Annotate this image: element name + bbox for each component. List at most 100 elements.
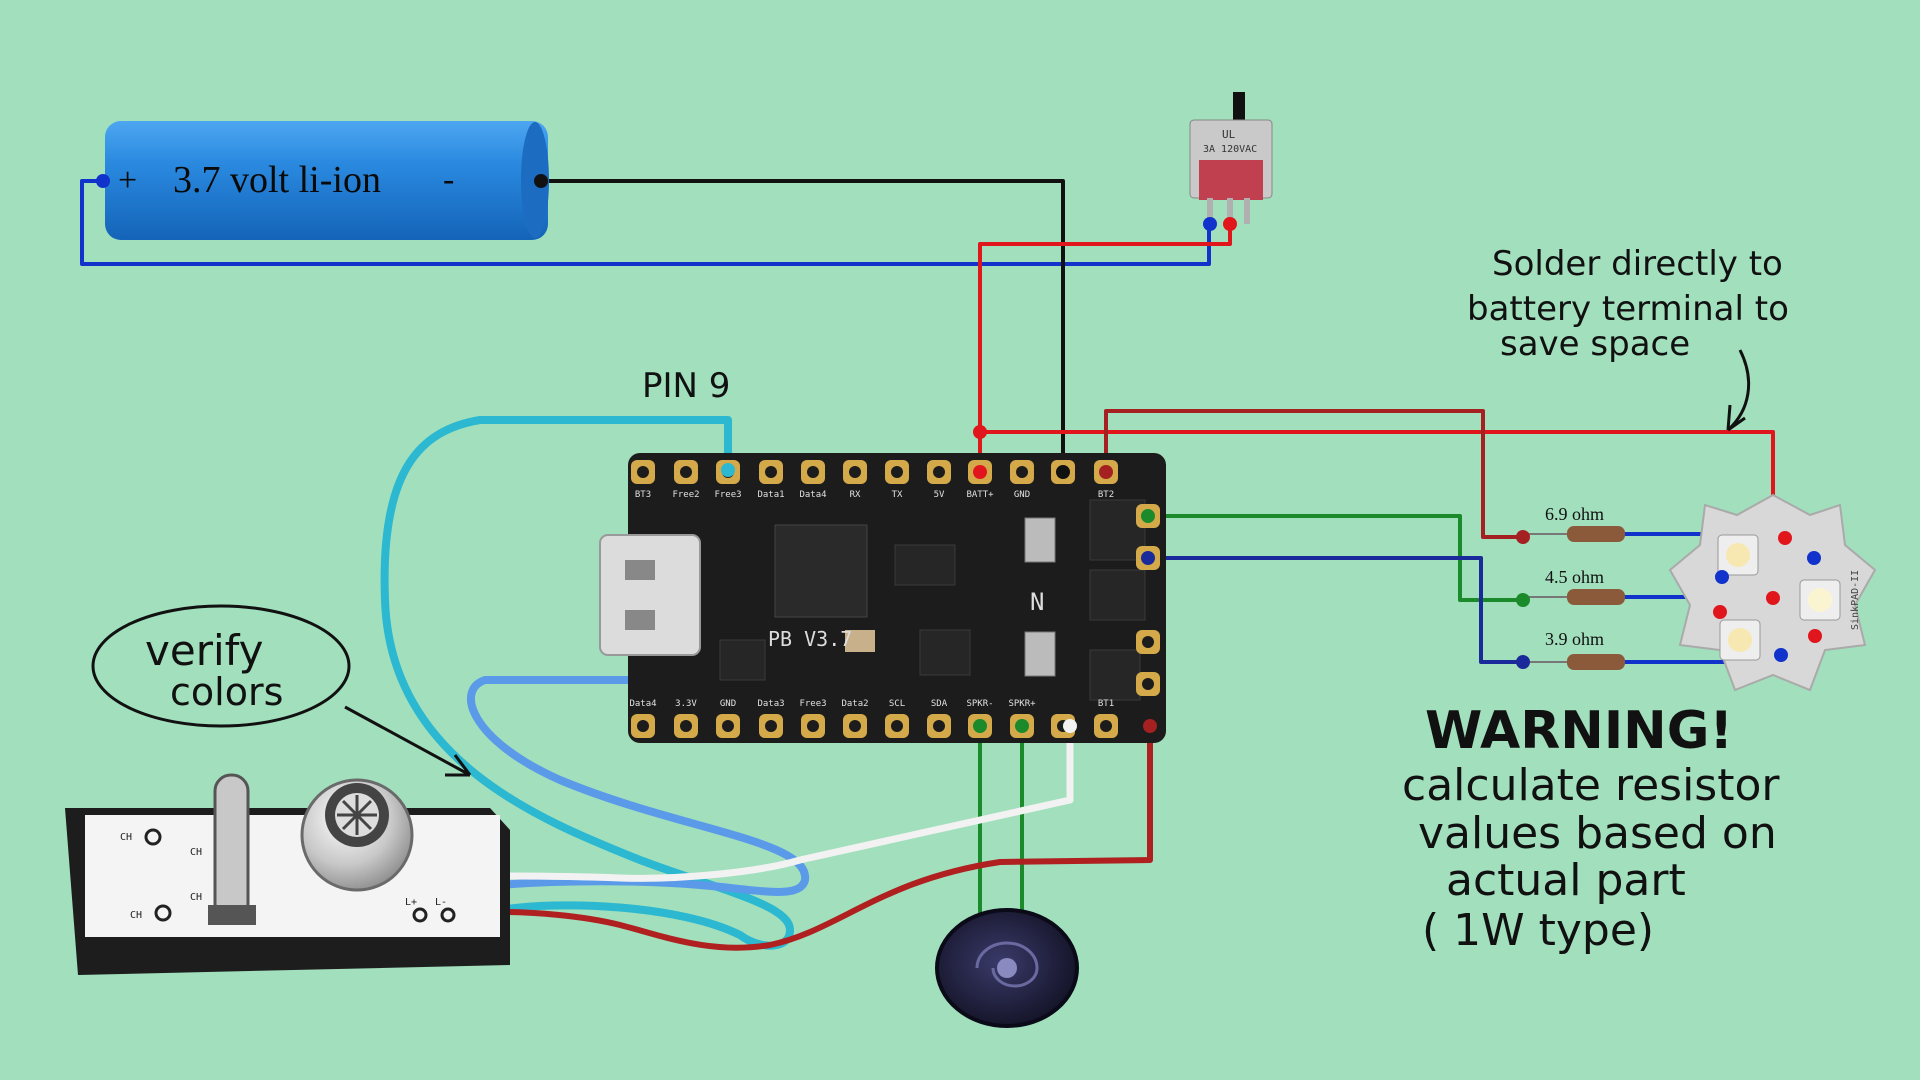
top-pad-hole-4 [807, 466, 819, 478]
board-model-label: PB V3.7 [768, 627, 852, 651]
top-pin-label-4: Data4 [799, 490, 826, 500]
warning-line1: calculate resistor [1402, 760, 1780, 811]
solder-note-line1: Solder directly to [1492, 244, 1783, 284]
bottom-pin-label-9: SPKR+ [1008, 699, 1036, 709]
bottom-pad-hole-5 [849, 720, 861, 732]
solder-note-line2: battery terminal to [1467, 289, 1789, 329]
resistor-body [1567, 526, 1625, 542]
wire-junction-dot-1 [1056, 465, 1070, 479]
bottom-pin-label-8: SPKR- [966, 699, 993, 709]
battery: + 3.7 volt li-ion - [96, 121, 549, 240]
wire-battery-negative-black [539, 179, 1065, 474]
top-pad-hole-5 [849, 466, 861, 478]
top-pin-label-11: BT2 [1098, 490, 1114, 500]
top-pad-hole-9 [1016, 466, 1028, 478]
wire-switch-to-batt-red [978, 222, 1232, 474]
usb-c-port [213, 773, 250, 922]
bottom-pin-label-11: BT1 [1098, 699, 1114, 709]
warning-line2: values based on [1418, 808, 1777, 859]
pin9-label: PIN 9 [642, 366, 730, 406]
battery-negative-terminal [534, 174, 548, 188]
bottom-pad-hole-11 [1100, 720, 1112, 732]
top-pin-label-8: BATT+ [966, 490, 994, 500]
resistor-4-5-ohm: 4.5 ohm [1516, 567, 1625, 607]
top-pin-label-0: BT3 [635, 490, 651, 500]
top-pin-label-6: TX [892, 490, 903, 500]
switch-text-rating: 3A 120VAC [1203, 144, 1257, 155]
wire-junction-dot-2 [1099, 465, 1113, 479]
verify-arrow [344, 705, 472, 777]
colors-label: colors [170, 670, 283, 714]
resistor-body [1567, 654, 1625, 670]
bottom-pad-hole-2 [722, 720, 734, 732]
bottom-pad-hole-7 [933, 720, 945, 732]
wire-junction-dot-9 [1063, 719, 1077, 733]
switch-actuator [1233, 92, 1245, 122]
connector-white-pcb [85, 815, 500, 937]
mcu-chip [774, 524, 868, 618]
wire-pin9-cyan [380, 416, 794, 950]
resistors: 6.9 ohm 4.5 ohm 3.9 ohm [1516, 504, 1625, 670]
warning-line4: ( 1W type) [1422, 905, 1654, 956]
bottom-pad-hole-1 [680, 720, 692, 732]
battery-minus-label: - [443, 161, 454, 198]
slide-switch: UL 3A 120VAC [1189, 92, 1273, 231]
wire-junction-dot-4 [1141, 509, 1155, 523]
right-pad-hole-2 [1142, 636, 1154, 648]
pcb-label-ch-1: CH [120, 832, 132, 843]
bottom-pin-label-2: GND [720, 699, 736, 709]
verify-colors-ellipse [91, 604, 351, 728]
warning-title: WARNING! [1425, 701, 1733, 761]
right-pad-hole-3 [1142, 678, 1154, 690]
board-button-2 [1024, 631, 1056, 677]
switch-red-base [1199, 160, 1263, 200]
top-pin-label-9: GND [1014, 490, 1030, 500]
top-pin-label-2: Free3 [714, 490, 741, 500]
wire-battery-positive-blue [80, 179, 1211, 266]
bottom-pin-label-5: Data2 [841, 699, 868, 709]
pcb-label-lminus: L- [435, 897, 447, 908]
battery-plus-label: + [118, 162, 137, 199]
wire-junction-dot-7 [973, 719, 987, 733]
battery-positive-terminal [96, 174, 110, 188]
battery-label: 3.7 volt li-ion [173, 159, 381, 201]
top-pad-hole-6 [891, 466, 903, 478]
resistor-body [1567, 589, 1625, 605]
right-pin-row [721, 425, 1160, 733]
speaker-swirl [975, 941, 1039, 988]
resistor-label: 4.5 ohm [1545, 567, 1604, 587]
bottom-pad-hole-3 [765, 720, 777, 732]
bottom-pin-label-1: 3.3V [675, 699, 697, 709]
wire-darkred-long [497, 723, 1153, 951]
charge-port-board: CH CH CH CH L+ L- [65, 773, 510, 975]
board-logo: N [1030, 588, 1044, 616]
bottom-pad-hole-6 [891, 720, 903, 732]
bottom-pin-label-6: SCL [889, 699, 905, 709]
top-pin-label-7: 5V [934, 490, 945, 500]
board-button-1 [1024, 517, 1056, 563]
top-pad-hole-3 [765, 466, 777, 478]
pcb-label-ch-2: CH [190, 847, 202, 858]
resistor-label: 3.9 ohm [1545, 629, 1604, 649]
top-pin-label-5: RX [850, 490, 861, 500]
battery-body [105, 121, 548, 240]
switch-pin-blue [1203, 217, 1217, 231]
switch-pin-red [1223, 217, 1237, 231]
wire-white [496, 722, 1074, 882]
bottom-pin-label-7: SDA [931, 699, 948, 709]
button-symbol [337, 795, 377, 835]
speaker [935, 908, 1079, 1028]
resistor-label: 6.9 ohm [1545, 504, 1604, 524]
wire-junction-dot-3 [721, 463, 735, 477]
wire-junction-dot-5 [1141, 551, 1155, 565]
wire-junction-dot-8 [1015, 719, 1029, 733]
solder-note-line3: save space [1500, 324, 1690, 364]
top-pin-label-3: Data1 [757, 490, 784, 500]
switch-text-ul: UL [1222, 128, 1236, 141]
top-pad-hole-1 [680, 466, 692, 478]
led-brand-label: SinkPAD-II [1850, 570, 1861, 630]
resistor-6-9-ohm: 6.9 ohm [1516, 504, 1625, 544]
